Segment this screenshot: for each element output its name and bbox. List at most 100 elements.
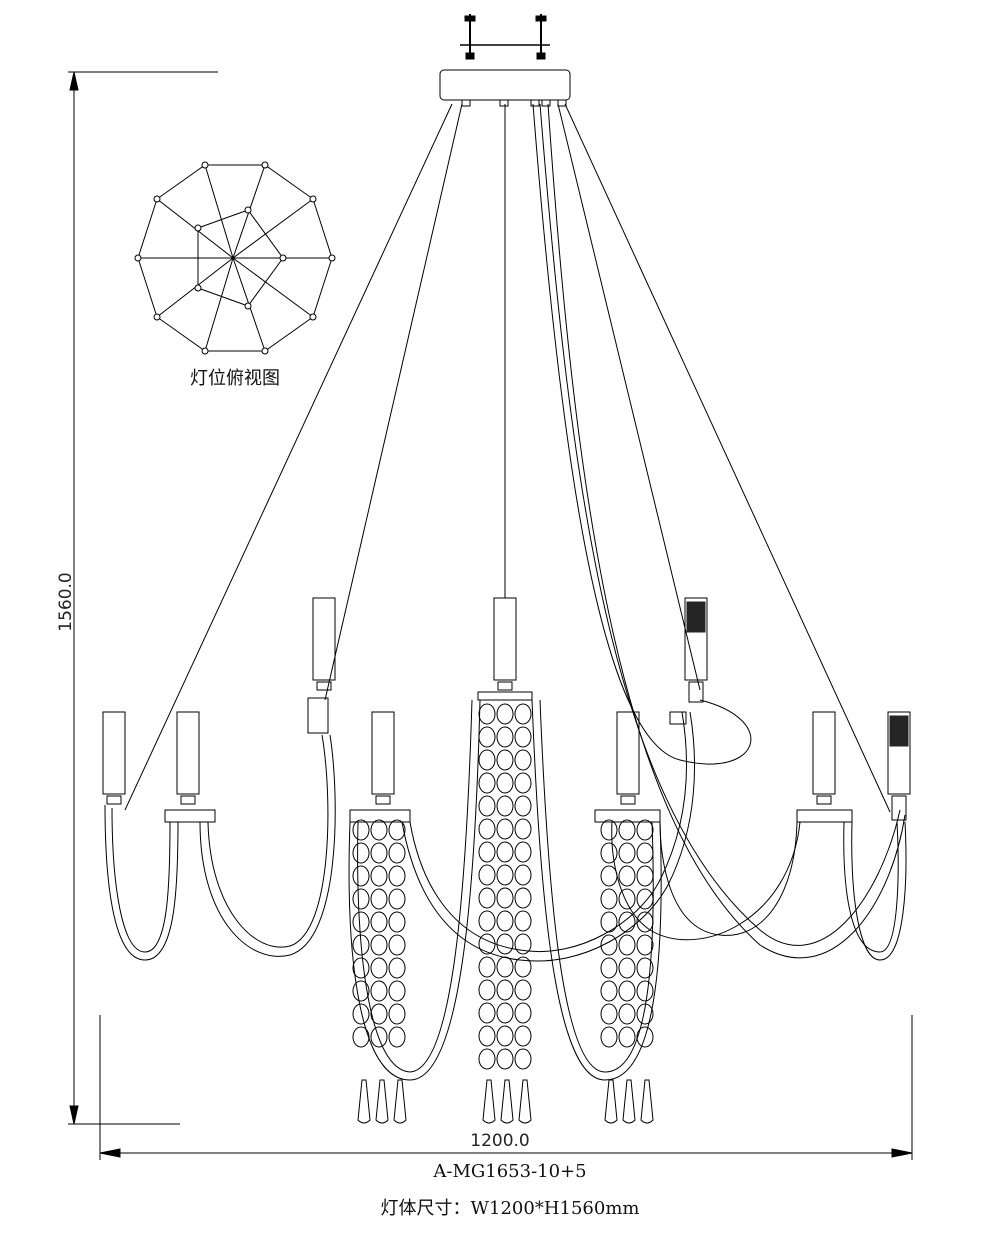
crystal-bead (618, 957, 636, 979)
crystal-bead (618, 934, 636, 956)
crystal-bead (636, 980, 654, 1002)
crystal-bead (478, 933, 496, 955)
candle-left-2 (164, 711, 216, 823)
crystal-bead (514, 726, 532, 748)
crystal-bead (388, 934, 406, 956)
top-view-diagram (134, 161, 336, 355)
crystal-bead (496, 933, 514, 955)
crystal-bead (496, 1048, 514, 1070)
crystal-bead (618, 842, 636, 864)
crystal-bead (636, 842, 654, 864)
crystal-bead (618, 911, 636, 933)
crystal-bead (388, 865, 406, 887)
crystal-bead (636, 865, 654, 887)
candle-right-2 (796, 711, 853, 823)
crystal-bead (600, 1026, 618, 1048)
crystal-bead (496, 726, 514, 748)
crystal-bead (496, 1002, 514, 1024)
height-dimension-label: 1560.0 (56, 572, 76, 632)
crystal-bead (636, 911, 654, 933)
crystal-bead (388, 1003, 406, 1025)
crystal-bead (478, 979, 496, 1001)
crystal-bead (600, 888, 618, 910)
crystal-bead (618, 865, 636, 887)
candle-center (477, 597, 533, 701)
crystal-bead (618, 888, 636, 910)
crystal-bead (496, 956, 514, 978)
crystal-bead (514, 841, 532, 863)
candle-right-outer (887, 711, 911, 821)
crystal-bead (388, 1026, 406, 1048)
crystal-bead (618, 819, 636, 841)
crystal-bead (514, 979, 532, 1001)
crystal-bead (514, 1048, 532, 1070)
crystal-bead (388, 980, 406, 1002)
crystal-bead (478, 703, 496, 725)
crystal-bead (478, 864, 496, 886)
crystal-bead (370, 819, 388, 841)
crystal-bead (352, 1003, 370, 1025)
candle-left-inner (349, 711, 411, 823)
pendant-drops (357, 1079, 654, 1124)
model-number: A-MG1653-10+5 (433, 1161, 587, 1182)
crystal-bead (478, 910, 496, 932)
width-dimension-label: 1200.0 (470, 1131, 530, 1151)
crystal-bead (478, 956, 496, 978)
crystal-bead (496, 818, 514, 840)
crystal-bead (478, 1048, 496, 1070)
crystal-bead (478, 1025, 496, 1047)
crystal-bead (636, 1026, 654, 1048)
crystal-bead (496, 1025, 514, 1047)
crystal-bead (514, 887, 532, 909)
crystal-bead (352, 980, 370, 1002)
crystal-bead (636, 888, 654, 910)
crystal-bead (514, 933, 532, 955)
size-specification: 灯体尺寸：W1200*H1560mm (380, 1198, 640, 1219)
top-view-label: 灯位俯视图 (190, 368, 280, 389)
candle-right-upper (669, 597, 708, 725)
crystal-bead (600, 865, 618, 887)
crystal-bead (352, 842, 370, 864)
crystal-bead (352, 819, 370, 841)
crystal-bead (352, 888, 370, 910)
crystal-bead (514, 910, 532, 932)
crystal-bead (388, 842, 406, 864)
crystal-bead (514, 864, 532, 886)
crystal-bead (618, 1026, 636, 1048)
crystal-bead (352, 957, 370, 979)
crystal-bead (514, 1002, 532, 1024)
crystal-bead (370, 865, 388, 887)
suspension-wires (124, 103, 906, 959)
crystal-bead (478, 841, 496, 863)
crystal-bead (600, 934, 618, 956)
candle-left-outer (102, 711, 126, 805)
crystal-bead (600, 911, 618, 933)
crystal-bead (600, 980, 618, 1002)
crystal-bead (496, 795, 514, 817)
crystal-bead (636, 1003, 654, 1025)
crystal-bead (636, 934, 654, 956)
crystal-bead (478, 887, 496, 909)
crystal-bead (514, 749, 532, 771)
crystal-bead (388, 957, 406, 979)
crystal-bead (496, 887, 514, 909)
crystal-bead (352, 934, 370, 956)
crystal-bead (496, 864, 514, 886)
crystal-bead (496, 979, 514, 1001)
ceiling-screws (460, 14, 550, 60)
crystal-bead (618, 980, 636, 1002)
crystal-bead (496, 703, 514, 725)
crystal-bead (636, 819, 654, 841)
crystal-bead (600, 957, 618, 979)
crystal-bead (496, 772, 514, 794)
crystal-bead (352, 1026, 370, 1048)
crystal-bead (370, 1003, 388, 1025)
crystal-bead (600, 1003, 618, 1025)
crystal-bead (352, 865, 370, 887)
curved-arms (104, 699, 907, 1081)
crystal-bead (478, 795, 496, 817)
crystal-bead (370, 1026, 388, 1048)
crystal-strands (352, 703, 654, 1070)
candle-right-inner (594, 711, 661, 823)
